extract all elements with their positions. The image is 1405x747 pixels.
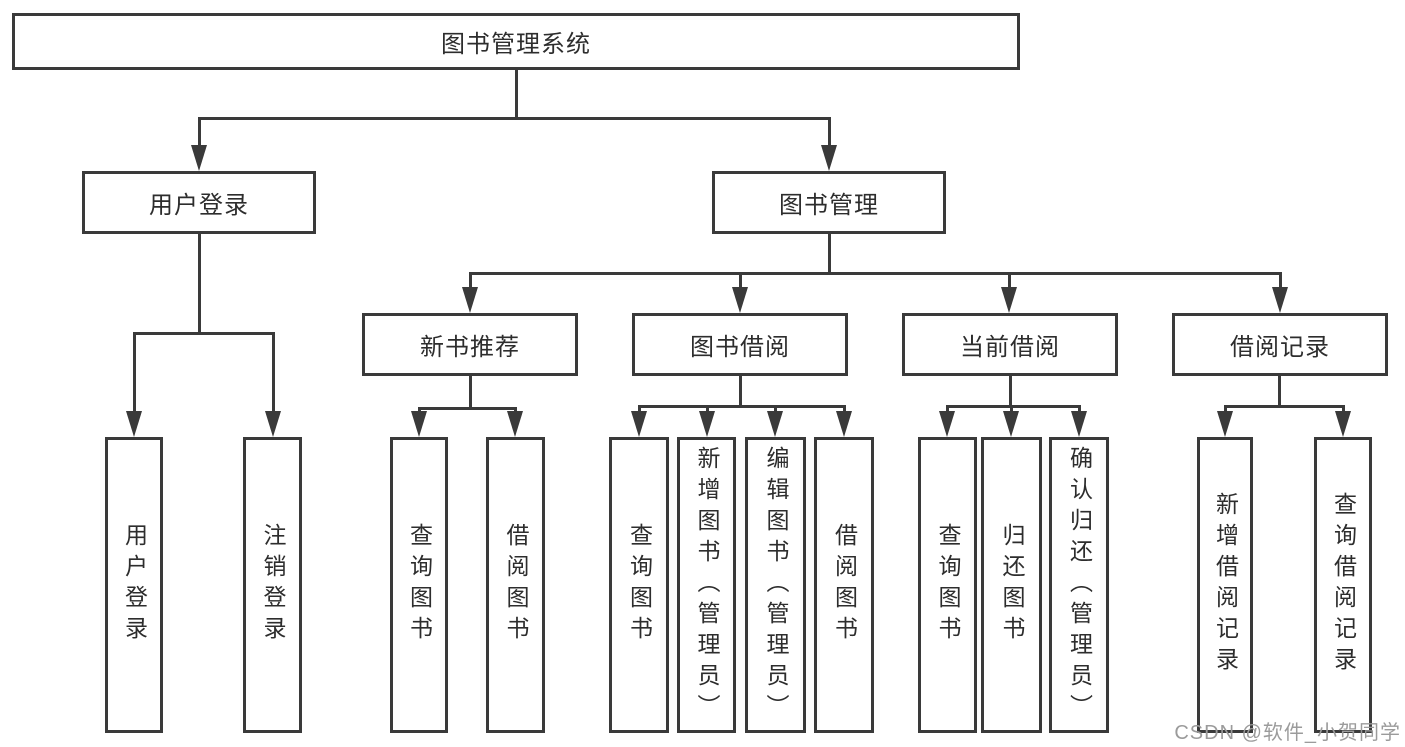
arrowhead-icon [1217,411,1233,437]
connector-hline [1223,404,1345,408]
arrow-stem [468,273,472,289]
connector-vline [738,376,742,406]
arrow-stem [132,333,136,413]
leaf-user-login: 用户登录 [105,437,163,733]
node-new-book-recommend: 新书推荐 [362,313,578,376]
arrow-stem [705,406,709,413]
arrowhead-icon [462,287,478,313]
connector-hline [417,406,517,410]
arrowhead-icon [631,411,647,437]
node-book-borrowing-label: 图书借阅 [690,334,790,361]
leaf-add-borrow-record: 新增借阅记录 [1197,437,1253,733]
arrow-stem [271,333,275,413]
arrowhead-icon [1071,411,1087,437]
leaf-query-books-newrec: 查询图书 [390,437,448,733]
arrowhead-icon [126,411,142,437]
arrowhead-icon [191,145,207,171]
arrow-stem [842,406,846,413]
node-book-borrowing: 图书借阅 [632,313,848,376]
arrowhead-icon [836,411,852,437]
arrowhead-icon [1001,287,1017,313]
connector-vline [197,234,201,333]
arrowhead-icon [1272,287,1288,313]
leaf-query-books-borrowing-label: 查询图书 [626,523,653,647]
leaf-query-books-newrec-label: 查询图书 [406,523,433,647]
arrow-stem [197,118,201,147]
leaf-add-books-admin: 新增图书（管理员） [677,437,736,733]
leaf-query-books-current-label: 查询图书 [935,523,961,647]
leaf-borrow-books-borrowing: 借阅图书 [814,437,874,733]
arrowhead-icon [699,411,715,437]
arrow-stem [773,406,777,413]
connector-vline [827,234,831,273]
node-current-borrowing-label: 当前借阅 [960,334,1060,361]
leaf-logout-label: 注销登录 [260,523,286,647]
arrow-stem [513,408,517,413]
leaf-confirm-return-admin: 确认归还（管理员） [1049,437,1109,733]
node-root-label: 图书管理系统 [441,31,591,58]
node-user-login-branch-label: 用户登录 [149,192,249,219]
connector-vline [1277,376,1281,406]
leaf-query-borrow-record-label: 查询借阅记录 [1330,492,1357,678]
watermark-text: CSDN @软件_小贺同学 [1174,722,1401,744]
leaf-query-borrow-record: 查询借阅记录 [1314,437,1372,733]
arrow-stem [1341,406,1345,413]
arrow-stem [1077,406,1081,413]
arrowhead-icon [1003,411,1019,437]
connector-vline [1008,376,1012,406]
leaf-edit-books-admin-label: 编辑图书（管理员） [763,445,789,725]
connector-vline [468,376,472,408]
connector-hline [197,116,831,120]
connector-vline [514,70,518,118]
arrow-stem [417,408,421,413]
leaf-borrow-books-borrowing-label: 借阅图书 [831,523,858,647]
arrow-stem [1007,273,1011,289]
node-book-management-branch: 图书管理 [712,171,946,234]
arrowhead-icon [767,411,783,437]
arrowhead-icon [939,411,955,437]
leaf-edit-books-admin: 编辑图书（管理员） [745,437,806,733]
arrow-stem [827,118,831,147]
arrowhead-icon [732,287,748,313]
leaf-query-books-current: 查询图书 [918,437,977,733]
node-borrowing-records-label: 借阅记录 [1230,334,1330,361]
arrowhead-icon [1335,411,1351,437]
node-book-management-branch-label: 图书管理 [779,192,879,219]
connector-hline [132,331,275,335]
node-new-book-recommend-label: 新书推荐 [420,334,520,361]
leaf-return-books-label: 归还图书 [999,523,1025,647]
node-current-borrowing: 当前借阅 [902,313,1118,376]
connector-hline [637,404,846,408]
arrow-stem [1223,406,1227,413]
leaf-logout: 注销登录 [243,437,302,733]
connector-hline [468,271,1282,275]
arrow-stem [637,406,641,413]
leaf-add-borrow-record-label: 新增借阅记录 [1212,492,1239,678]
leaf-borrow-books-newrec-label: 借阅图书 [503,523,529,647]
leaf-query-books-borrowing: 查询图书 [609,437,669,733]
arrowhead-icon [265,411,281,437]
arrowhead-icon [507,411,523,437]
leaf-add-books-admin-label: 新增图书（管理员） [694,445,720,725]
arrow-stem [738,273,742,289]
arrow-stem [945,406,949,413]
node-root: 图书管理系统 [12,13,1020,70]
arrowhead-icon [411,411,427,437]
arrowhead-icon [821,145,837,171]
leaf-confirm-return-admin-label: 确认归还（管理员） [1066,445,1093,725]
node-user-login-branch: 用户登录 [82,171,316,234]
leaf-user-login-label: 用户登录 [121,523,148,647]
leaf-return-books: 归还图书 [981,437,1042,733]
connector-hline [945,404,1081,408]
arrow-stem [1278,273,1282,289]
arrow-stem [1009,406,1013,413]
node-borrowing-records: 借阅记录 [1172,313,1388,376]
leaf-borrow-books-newrec: 借阅图书 [486,437,545,733]
